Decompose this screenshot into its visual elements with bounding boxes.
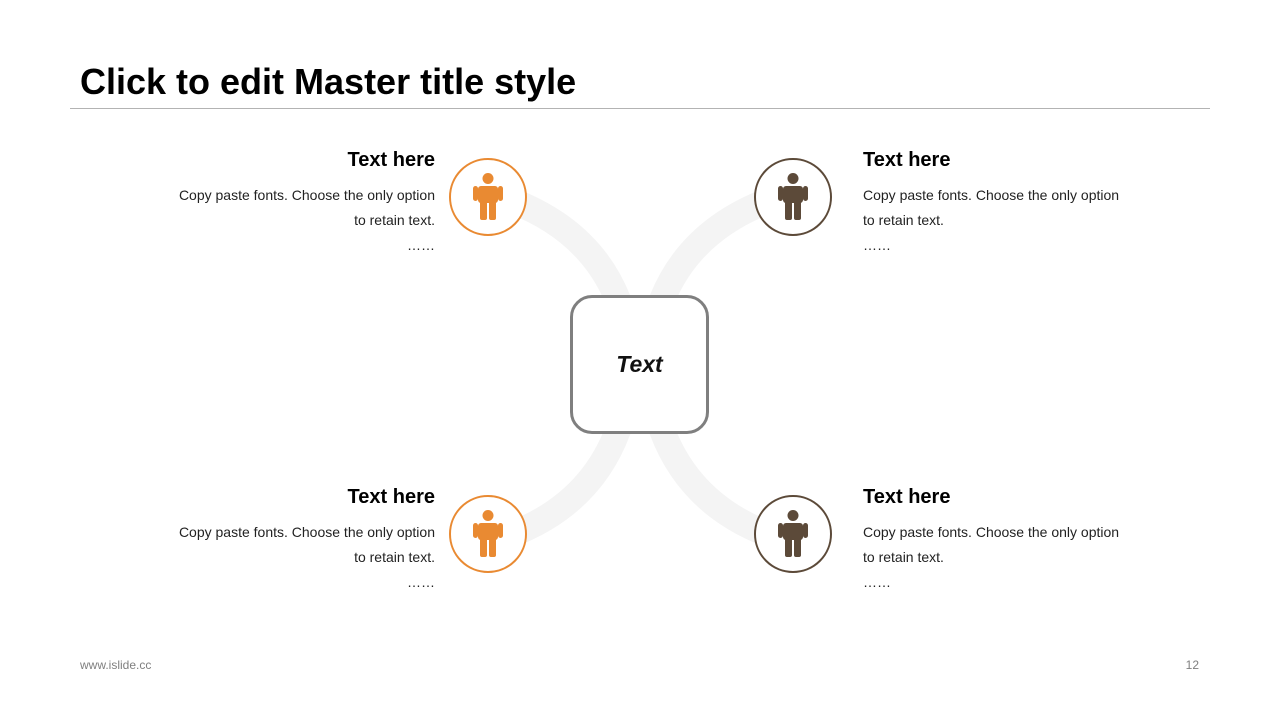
item-bottom-left: Text here Copy paste fonts. Choose the o… xyxy=(135,485,435,595)
item-top-left: Text here Copy paste fonts. Choose the o… xyxy=(135,148,435,258)
center-box[interactable]: Text xyxy=(570,295,709,434)
person-icon xyxy=(473,173,503,220)
slide-title[interactable]: Click to edit Master title style xyxy=(80,61,577,102)
item-body-line: Copy paste fonts. Choose the only option xyxy=(178,524,435,540)
item-bottom-right: Text here Copy paste fonts. Choose the o… xyxy=(863,485,1163,595)
item-body[interactable]: Copy paste fonts. Choose the only option… xyxy=(863,183,1163,258)
footer-url: www.islide.cc xyxy=(80,658,152,672)
connector-arc-top-left xyxy=(497,187,631,313)
connector-arc-bottom-right xyxy=(649,417,783,548)
item-top-right: Text here Copy paste fonts. Choose the o… xyxy=(863,148,1163,258)
item-body-line: to retain text. xyxy=(354,549,435,565)
item-body-line: to retain text. xyxy=(863,212,944,228)
item-body-line: to retain text. xyxy=(863,549,944,565)
title-divider xyxy=(70,108,1210,109)
item-body[interactable]: Copy paste fonts. Choose the only option… xyxy=(863,520,1163,595)
item-ellipsis: …… xyxy=(407,237,435,253)
item-ellipsis: …… xyxy=(863,574,891,590)
item-ellipsis: …… xyxy=(407,574,435,590)
person-icon-circle[interactable] xyxy=(449,158,527,236)
item-body[interactable]: Copy paste fonts. Choose the only option… xyxy=(135,520,435,595)
connector-arc-bottom-left xyxy=(497,417,631,548)
center-text: Text xyxy=(616,351,663,377)
item-body-line: to retain text. xyxy=(354,212,435,228)
item-heading[interactable]: Text here xyxy=(347,486,435,508)
person-icon xyxy=(778,510,808,557)
page-number: 12 xyxy=(1185,658,1199,672)
person-icon-circle[interactable] xyxy=(449,495,527,573)
item-body-line: Copy paste fonts. Choose the only option xyxy=(178,187,435,203)
item-heading[interactable]: Text here xyxy=(863,486,951,508)
person-icon-circle[interactable] xyxy=(754,158,832,236)
item-body-line: Copy paste fonts. Choose the only option xyxy=(863,524,1120,540)
connector-arc-top-right xyxy=(649,187,783,313)
item-heading[interactable]: Text here xyxy=(347,149,435,171)
item-ellipsis: …… xyxy=(863,237,891,253)
item-heading[interactable]: Text here xyxy=(863,149,951,171)
item-body[interactable]: Copy paste fonts. Choose the only option… xyxy=(135,183,435,258)
person-icon xyxy=(473,510,503,557)
person-icon xyxy=(778,173,808,220)
person-icon-circle[interactable] xyxy=(754,495,832,573)
item-body-line: Copy paste fonts. Choose the only option xyxy=(863,187,1120,203)
